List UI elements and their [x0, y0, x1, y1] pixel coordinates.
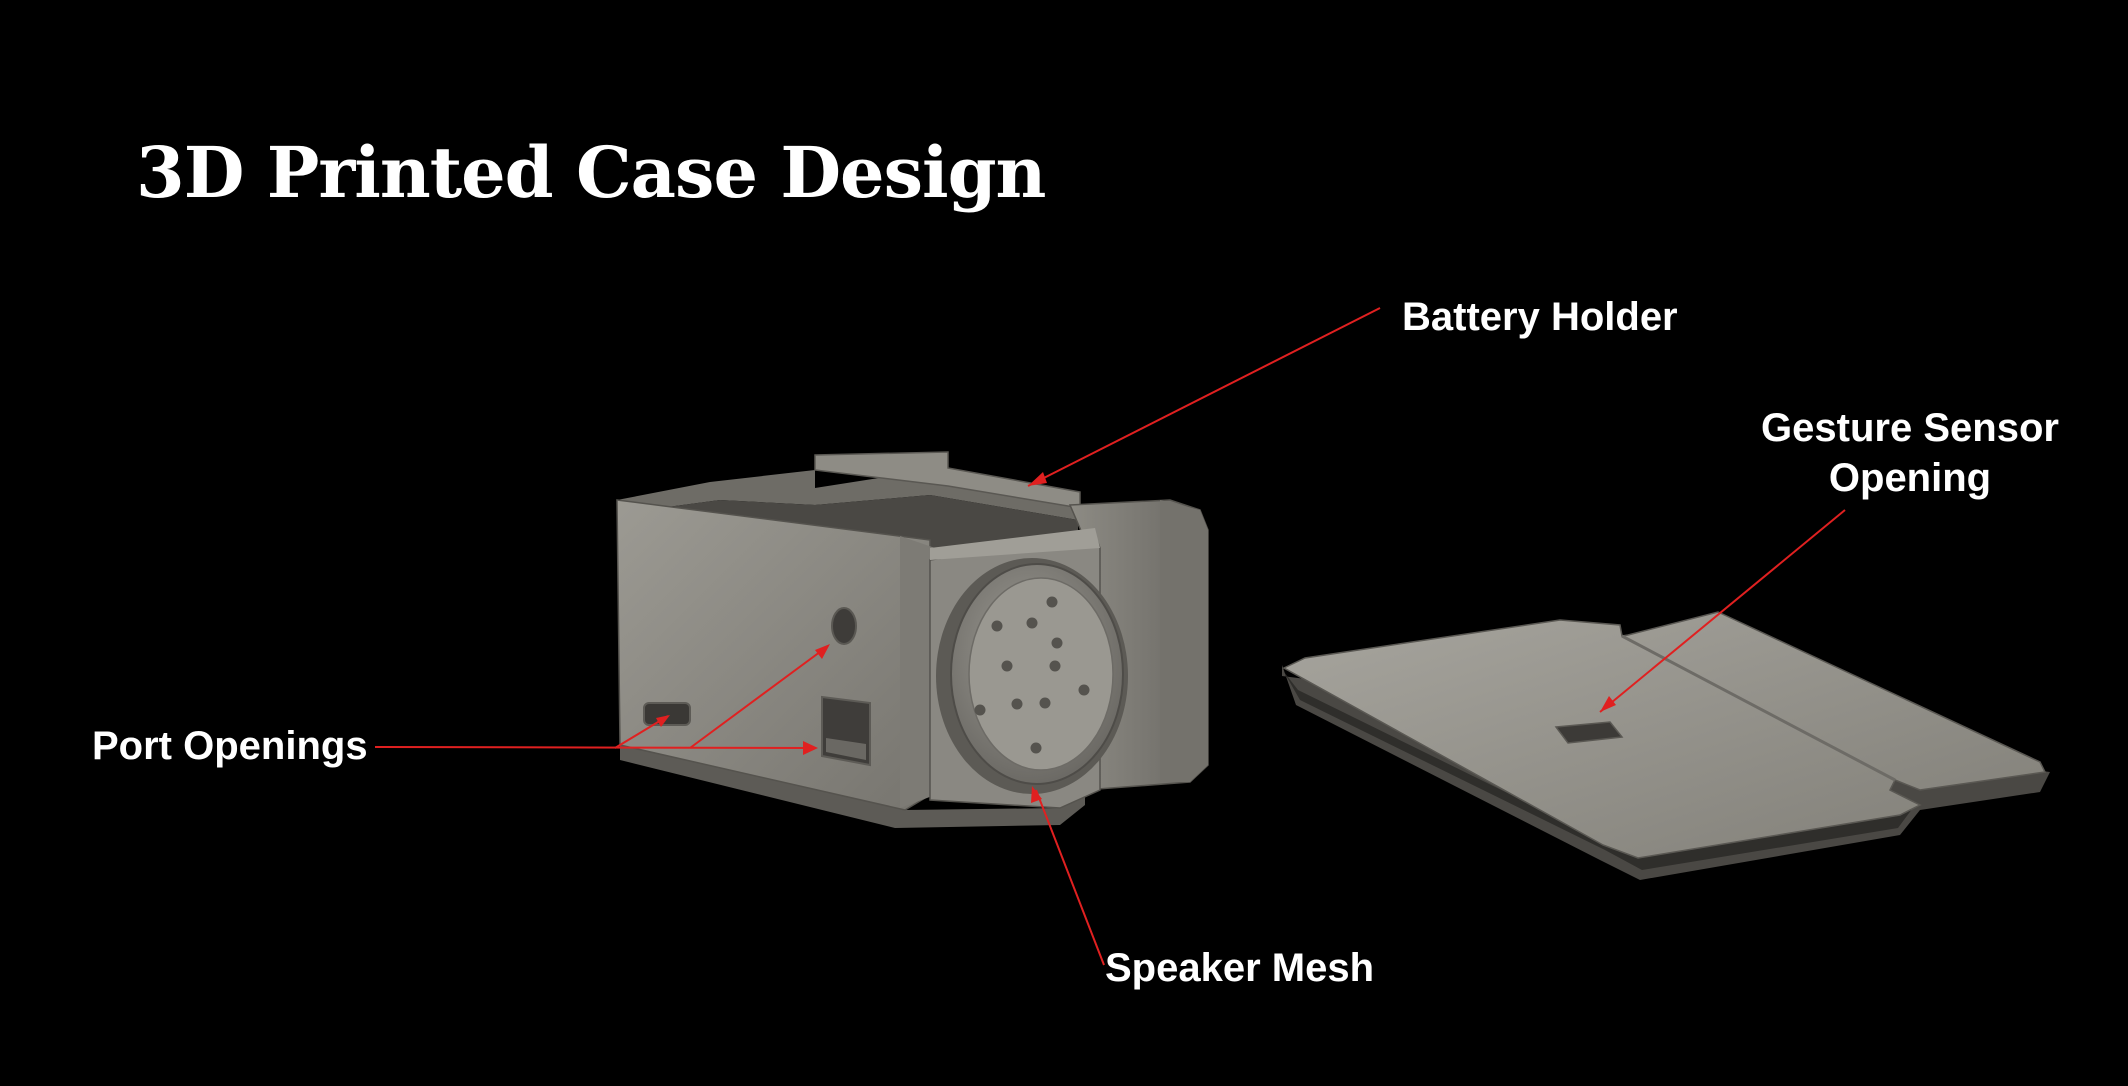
case-body: [616, 451, 1209, 828]
gesture-sensor-label-line1: Gesture Sensor: [1761, 406, 2059, 450]
gesture-sensor-window: [1554, 721, 1624, 744]
gesture-sensor-opening-label: Gesture Sensor Opening: [1745, 403, 2075, 503]
speaker-holes: [974, 596, 1090, 754]
speaker-mesh-arrowhead: [1031, 786, 1042, 803]
battery-holder-ridge: [814, 451, 1081, 509]
leader-arrowheads: [656, 472, 1616, 803]
port-openings-leader-round: [689, 645, 829, 749]
battery-holder-leader: [1027, 307, 1381, 487]
usb-port-opening: [643, 702, 691, 726]
speaker-mesh-leader: [1035, 789, 1105, 966]
round-port-opening: [831, 607, 857, 645]
port-openings-arrowhead-usb: [656, 715, 670, 727]
port-openings-leader-main: [374, 746, 811, 749]
speaker-mesh-label: Speaker Mesh: [1105, 946, 1375, 990]
gesture-sensor-leader: [1599, 509, 1846, 713]
case-base-lip: [620, 745, 1085, 828]
slide-title: 3D Printed Case Design: [136, 131, 1046, 214]
lid-fold-line: [1621, 634, 1896, 782]
port-openings-arrowhead-round: [815, 644, 830, 659]
case-corner-bevel: [900, 536, 935, 808]
gesture-sensor-label-line2: Opening: [1828, 456, 1992, 500]
case-speaker-panel-rim: [930, 528, 1100, 560]
port-openings-label: Port Openings: [92, 724, 368, 768]
gesture-sensor-arrowhead: [1600, 696, 1616, 712]
port-openings-arrowhead-square: [803, 741, 818, 755]
case-lid: [1282, 611, 2050, 880]
battery-holder-label: Battery Holder: [1402, 295, 1678, 339]
case-end-cap: [1160, 500, 1208, 782]
speaker-mesh: [936, 558, 1128, 794]
battery-holder-arrowhead: [1028, 472, 1047, 486]
lid-top-surface: [1282, 611, 2047, 859]
